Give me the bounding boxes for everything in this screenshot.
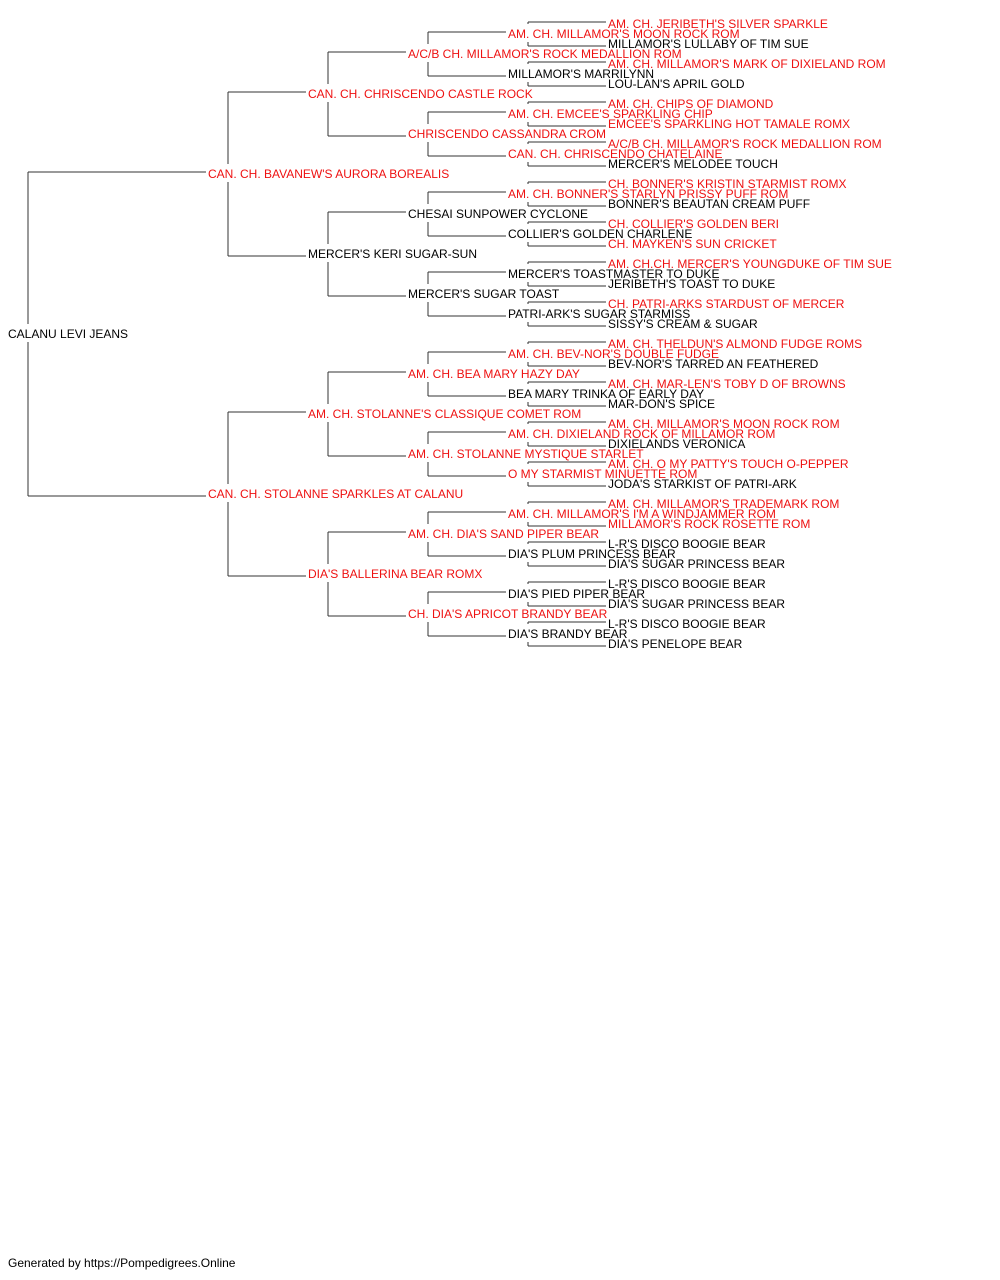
ancestor-name: CAN. CH. BAVANEW'S AURORA BOREALIS bbox=[208, 167, 449, 181]
ancestor-name: AM. CH. MILLAMOR'S MARK OF DIXIELAND ROM bbox=[608, 57, 886, 71]
ancestor-name: DIA'S SUGAR PRINCESS BEAR bbox=[608, 597, 785, 611]
ancestor-name: AM. CH.CH. MERCER'S YOUNGDUKE OF TIM SUE bbox=[608, 257, 892, 271]
ancestor-name: CH. MAYKEN'S SUN CRICKET bbox=[608, 237, 777, 251]
ancestor-name: DIA'S SUGAR PRINCESS BEAR bbox=[608, 557, 785, 571]
ancestor-name: DIA'S PLUM PRINCESS BEAR bbox=[508, 547, 676, 561]
ancestor-name: MERCER'S SUGAR TOAST bbox=[408, 287, 560, 301]
ancestor-name: AM. CH. MILLAMOR'S TRADEMARK ROM bbox=[608, 497, 839, 511]
ancestor-name: BEV-NOR'S TARRED AN FEATHERED bbox=[608, 357, 819, 371]
ancestor-name: AM. CH. DIXIELAND ROCK OF MILLAMOR ROM bbox=[508, 427, 775, 441]
ancestor-name: AM. CH. BEA MARY HAZY DAY bbox=[408, 367, 580, 381]
ancestor-name: MERCER'S TOASTMASTER TO DUKE bbox=[508, 267, 719, 281]
ancestor-name: AM. CH. MILLAMOR'S I'M A WINDJAMMER ROM bbox=[508, 507, 776, 521]
ancestor-name: CHRISCENDO CASSANDRA CROM bbox=[408, 127, 606, 141]
ancestor-name: DIXIELANDS VERONICA bbox=[608, 437, 745, 451]
ancestor-name: AM. CH. MAR-LEN'S TOBY D OF BROWNS bbox=[608, 377, 846, 391]
ancestor-name: BEA MARY TRINKA OF EARLY DAY bbox=[508, 387, 704, 401]
ancestor-name: CHESAI SUNPOWER CYCLONE bbox=[408, 207, 588, 221]
ancestor-name: MILLAMOR'S MARRILYNN bbox=[508, 67, 654, 81]
subject-dog-name: CALANU LEVI JEANS bbox=[8, 327, 128, 341]
ancestor-name: CAN. CH. CHRISCENDO CASTLE ROCK bbox=[308, 87, 533, 101]
ancestor-name: AM. CH. THELDUN'S ALMOND FUDGE ROMS bbox=[608, 337, 862, 351]
ancestor-name: SISSY'S CREAM & SUGAR bbox=[608, 317, 758, 331]
ancestor-name: AM. CH. BEV-NOR'S DOUBLE FUDGE bbox=[508, 347, 719, 361]
ancestor-name: DIA'S PENELOPE BEAR bbox=[608, 637, 743, 651]
ancestor-name: MERCER'S KERI SUGAR-SUN bbox=[308, 247, 477, 261]
ancestor-name: L-R'S DISCO BOOGIE BEAR bbox=[608, 577, 766, 591]
ancestor-name: MILLAMOR'S ROCK ROSETTE ROM bbox=[608, 517, 810, 531]
ancestor-name: JERIBETH'S TOAST TO DUKE bbox=[608, 277, 775, 291]
ancestor-name: COLLIER'S GOLDEN CHARLENE bbox=[508, 227, 692, 241]
ancestor-name: AM. CH. EMCEE'S SPARKLING CHIP bbox=[508, 107, 713, 121]
ancestor-name: L-R'S DISCO BOOGIE BEAR bbox=[608, 537, 766, 551]
ancestor-name: AM. CH. JERIBETH'S SILVER SPARKLE bbox=[608, 17, 828, 31]
ancestor-name: LOU-LAN'S APRIL GOLD bbox=[608, 77, 745, 91]
ancestor-name: A/C/B CH. MILLAMOR'S ROCK MEDALLION ROM bbox=[408, 47, 682, 61]
ancestor-name: AM. CH. BONNER'S STARLYN PRISSY PUFF ROM bbox=[508, 187, 788, 201]
ancestor-name: DIA'S BALLERINA BEAR ROMX bbox=[308, 567, 482, 581]
ancestor-name: AM. CH. STOLANNE'S CLASSIQUE COMET ROM bbox=[308, 407, 581, 421]
ancestor-name: AM. CH. CHIPS OF DIAMOND bbox=[608, 97, 774, 111]
ancestor-name: CH. DIA'S APRICOT BRANDY BEAR bbox=[408, 607, 608, 621]
ancestor-name: MAR-DON'S SPICE bbox=[608, 397, 715, 411]
ancestor-name: CAN. CH. CHRISCENDO CHATELAINE bbox=[508, 147, 722, 161]
ancestor-name: CH. COLLIER'S GOLDEN BERI bbox=[608, 217, 779, 231]
ancestor-name: EMCEE'S SPARKLING HOT TAMALE ROMX bbox=[608, 117, 850, 131]
ancestor-name: BONNER'S BEAUTAN CREAM PUFF bbox=[608, 197, 810, 211]
ancestor-name: L-R'S DISCO BOOGIE BEAR bbox=[608, 617, 766, 631]
ancestor-name: AM. CH. STOLANNE MYSTIQUE STARLET bbox=[408, 447, 644, 461]
ancestor-name: AM. CH. DIA'S SAND PIPER BEAR bbox=[408, 527, 599, 541]
ancestor-name: O MY STARMIST MINUETTE ROM bbox=[508, 467, 697, 481]
ancestor-name: AM. CH. MILLAMOR'S MOON ROCK ROM bbox=[508, 27, 740, 41]
ancestor-name: MERCER'S MELODEE TOUCH bbox=[608, 157, 778, 171]
ancestor-name: CAN. CH. STOLANNE SPARKLES AT CALANU bbox=[208, 487, 463, 501]
ancestor-name: CH. BONNER'S KRISTIN STARMIST ROMX bbox=[608, 177, 847, 191]
ancestor-name: A/C/B CH. MILLAMOR'S ROCK MEDALLION ROM bbox=[608, 137, 882, 151]
ancestor-name: DIA'S BRANDY BEAR bbox=[508, 627, 628, 641]
ancestor-name: MILLAMOR'S LULLABY OF TIM SUE bbox=[608, 37, 809, 51]
ancestor-name: AM. CH. O MY PATTY'S TOUCH O-PEPPER bbox=[608, 457, 849, 471]
ancestor-name: CH. PATRI-ARKS STARDUST OF MERCER bbox=[608, 297, 845, 311]
generated-by-footer: Generated by https://Pompedigrees.Online bbox=[8, 1256, 236, 1270]
ancestor-name: AM. CH. MILLAMOR'S MOON ROCK ROM bbox=[608, 417, 840, 431]
ancestor-name: JODA'S STARKIST OF PATRI-ARK bbox=[608, 477, 797, 491]
ancestor-name: PATRI-ARK'S SUGAR STARMISS bbox=[508, 307, 690, 321]
ancestor-name: DIA'S PIED PIPER BEAR bbox=[508, 587, 645, 601]
